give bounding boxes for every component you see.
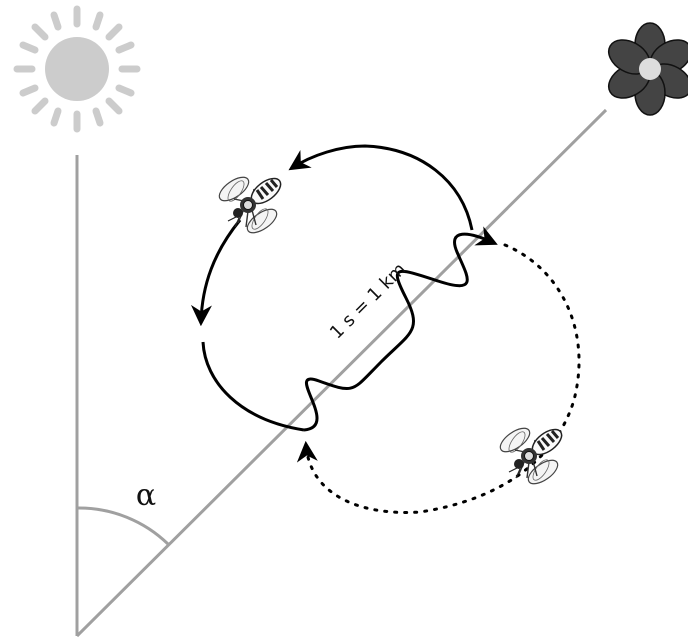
- distance-label: 1 s = 1 km: [326, 259, 410, 343]
- bee-icon: [496, 424, 566, 489]
- flower-direction-line: [77, 110, 606, 636]
- bee-icon: [215, 173, 285, 238]
- angle-label: α: [136, 478, 156, 513]
- angle-arc: [77, 508, 168, 544]
- reference-lines: [77, 110, 606, 636]
- sun-icon: [17, 9, 137, 129]
- flower-icon: [603, 23, 688, 115]
